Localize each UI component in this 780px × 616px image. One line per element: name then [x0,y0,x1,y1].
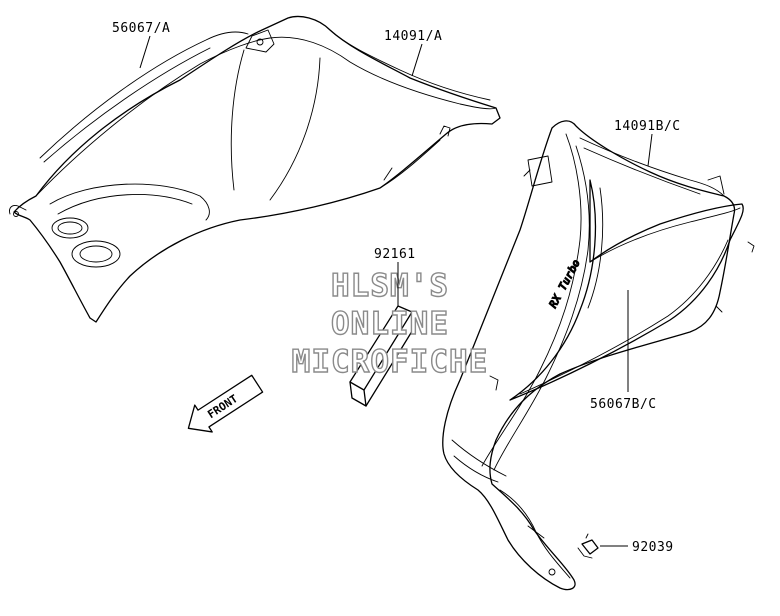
side-cover-right: RX Turbo [442,120,755,591]
front-arrow-label: FRONT [205,392,240,421]
watermark-line-1: HLSM'S [331,268,449,304]
front-arrow: FRONT [187,374,264,433]
decal-logo: RX Turbo [546,257,583,311]
watermark-line-3: MICROFICHE [292,344,489,380]
label-92161: 92161 [374,247,416,262]
svg-text:RX Turbo: RX Turbo [546,257,583,310]
pad-92161 [349,305,415,407]
watermark-line-2: ONLINE [331,306,449,342]
leader-lines [139,35,653,547]
label-56067-bc: 56067B/C [590,397,657,412]
label-14091-bc: 14091B/C [614,119,681,134]
label-56067-a: 56067/A [112,21,170,36]
watermark: HLSM'S ONLINE MICROFICHE [291,267,489,380]
label-14091-a: 14091/A [384,29,442,44]
inner-cover-left [9,15,501,323]
label-92039: 92039 [632,540,674,555]
clip-92039 [577,533,599,559]
